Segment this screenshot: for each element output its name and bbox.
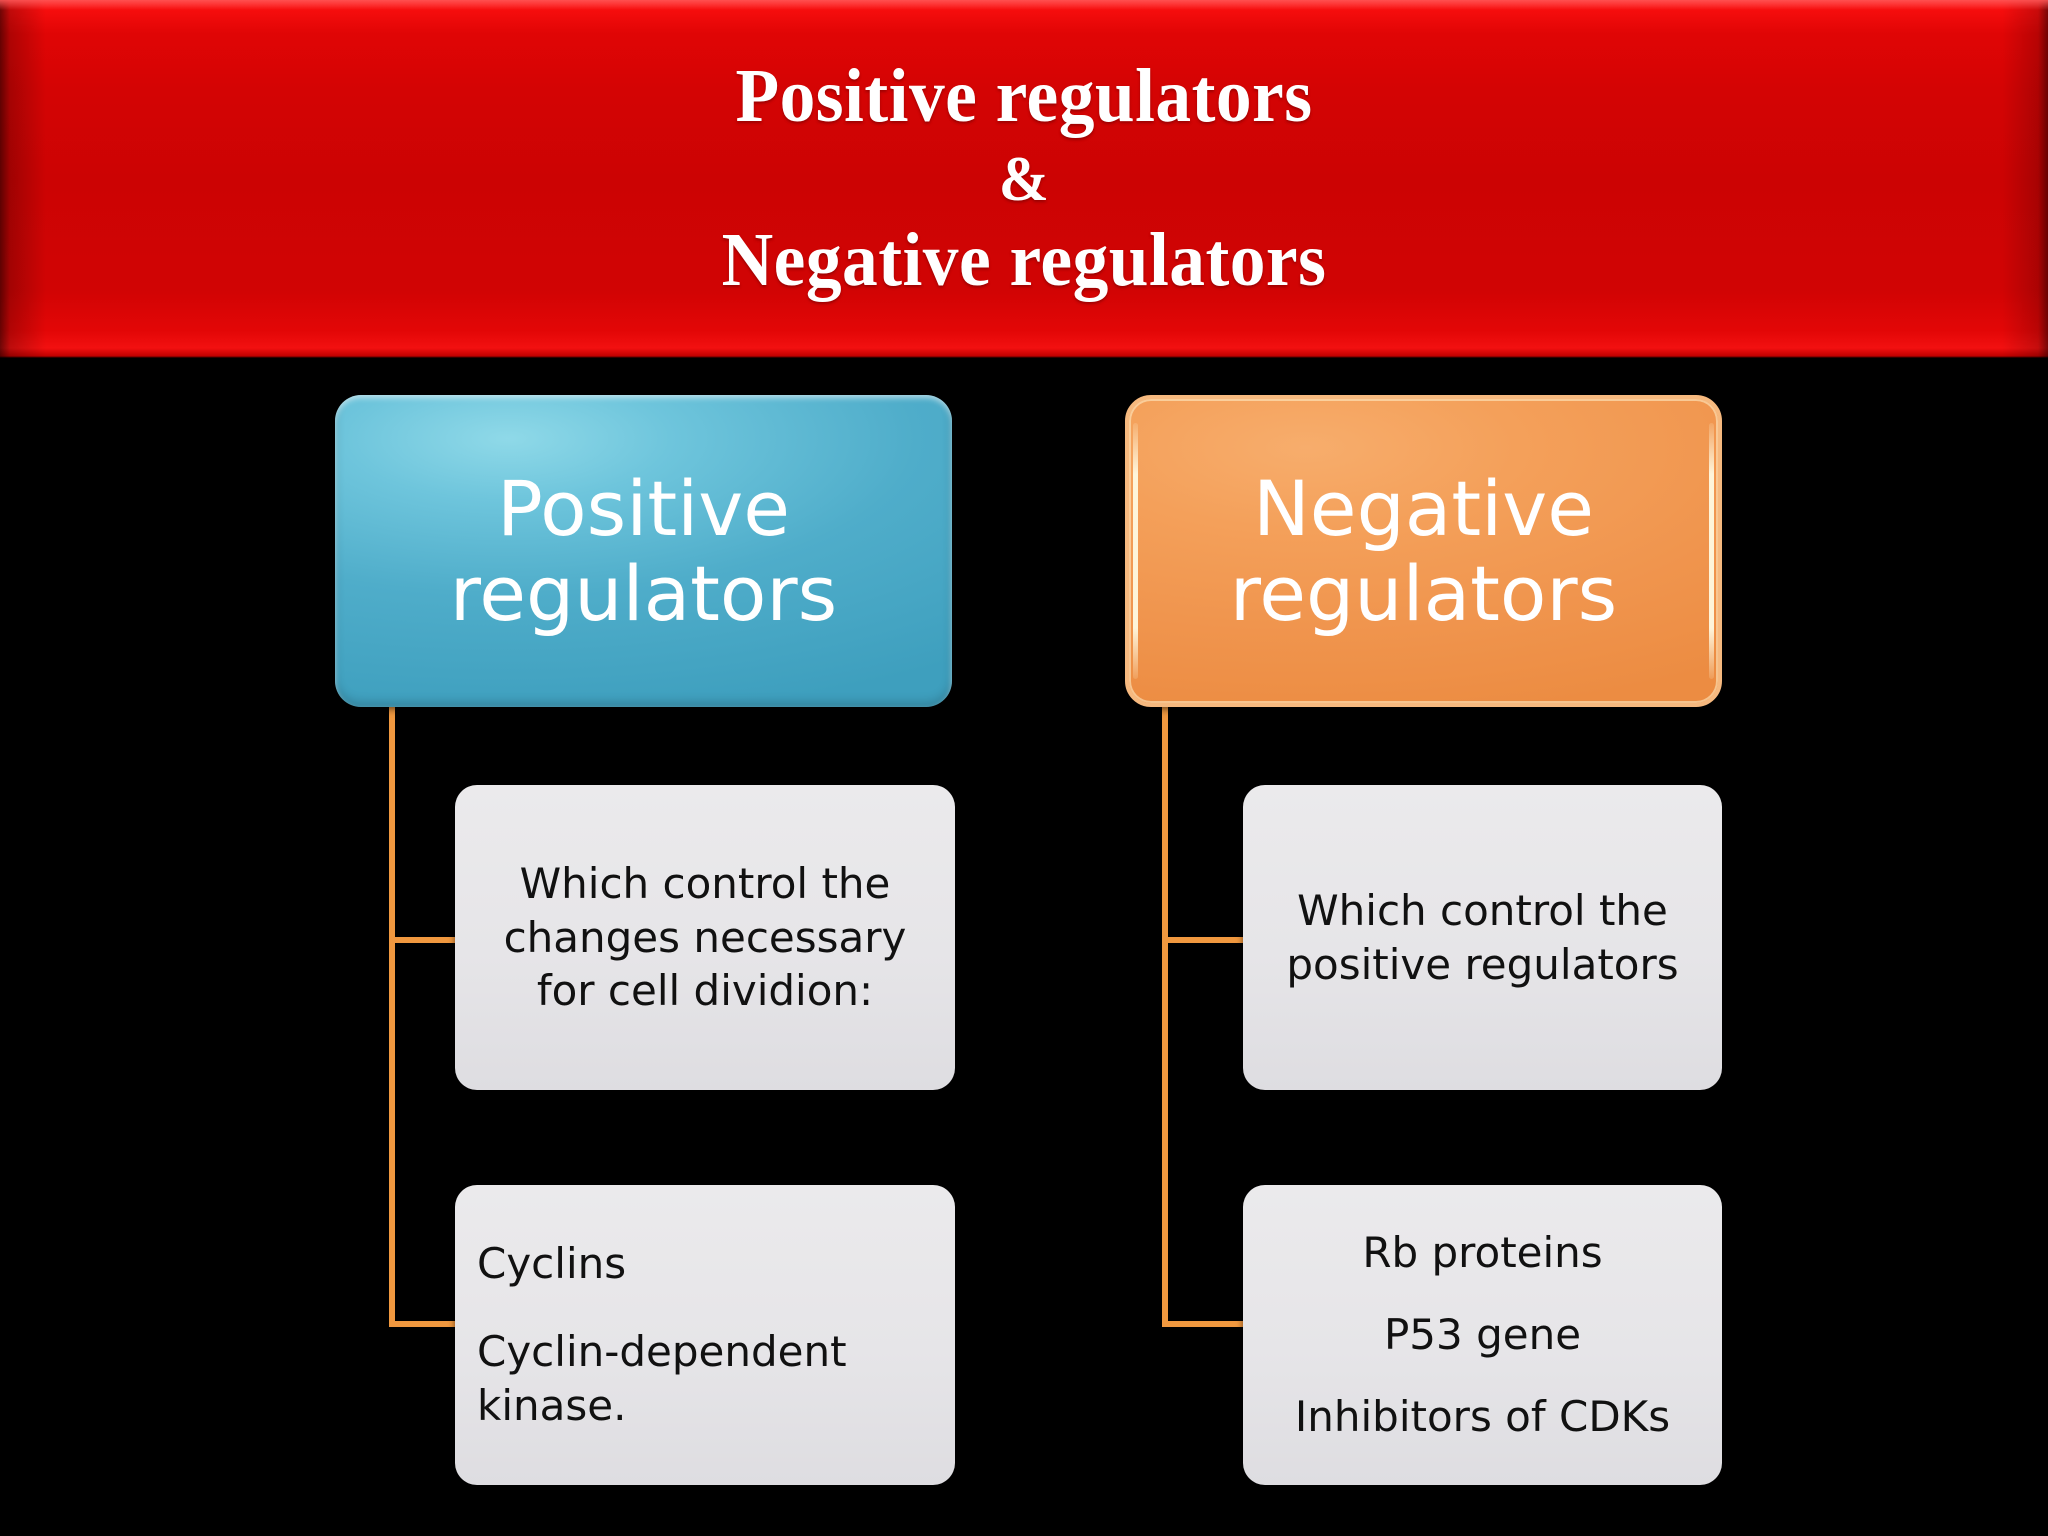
title-line-3: Negative regulators [721,218,1327,302]
detail-text: Which control the changes necessary for … [503,858,907,1016]
header-box-positive-regulators[interactable]: Positive regulators [335,395,952,707]
page-title: Positive regulators & Negative regulator… [61,55,1986,302]
detail-text: Cyclins [477,1239,627,1289]
detail-text: Rb proteins [1362,1228,1603,1278]
title-line-ampersand: & [998,143,1050,214]
connector-branch-positive-1 [389,937,461,943]
connector-branch-negative-2 [1162,1321,1250,1327]
detail-text: P53 gene [1383,1310,1582,1360]
detail-box-positive-examples[interactable]: Cyclins Cyclin-dependent kinase. [455,1185,955,1485]
header-box-negative-label: Negative regulators [1229,463,1618,638]
header-box-negative-regulators[interactable]: Negative regulators [1125,395,1722,707]
detail-text: Inhibitors of CDKs [1294,1391,1671,1441]
detail-box-negative-examples[interactable]: Rb proteins P53 gene Inhibitors of CDKs [1243,1185,1722,1485]
connector-branch-negative-1 [1162,937,1250,943]
connector-vertical-positive [389,707,395,1327]
detail-text: Cyclin-dependent kinase. [477,1327,847,1430]
header-box-positive-label: Positive regulators [449,463,838,638]
detail-box-negative-description[interactable]: Which control the positive regulators [1243,785,1722,1090]
detail-box-positive-description[interactable]: Which control the changes necessary for … [455,785,955,1090]
title-banner: Positive regulators & Negative regulator… [0,0,2048,358]
title-line-1: Positive regulators [735,54,1313,139]
connector-branch-positive-2 [389,1321,461,1327]
detail-text: Which control the positive regulators [1286,885,1679,989]
connector-vertical-negative [1162,707,1168,1327]
